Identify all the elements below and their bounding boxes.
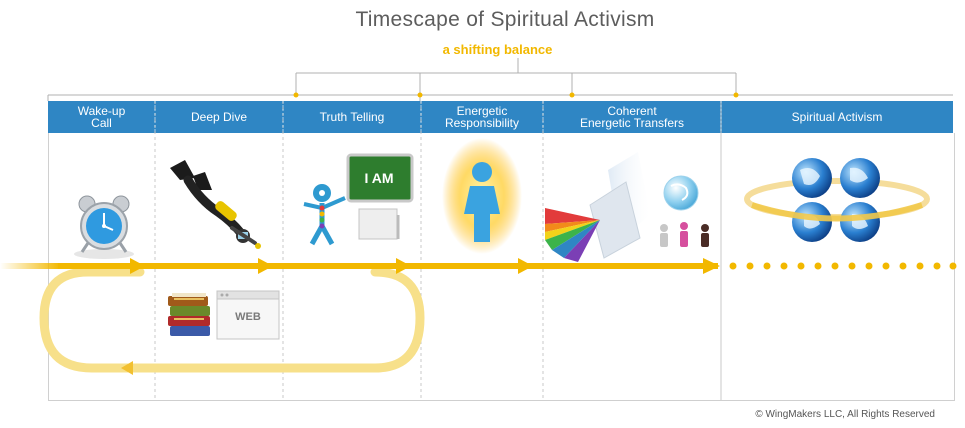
copyright-notice: © WingMakers LLC, All Rights Reserved <box>755 409 935 420</box>
timeline-future-dots <box>729 262 957 270</box>
bracket-connector <box>47 58 953 101</box>
phase-header-energetic-responsibility: Energetic Responsibility <box>421 101 543 133</box>
phase-label-line1: Energetic <box>456 104 508 118</box>
timeline-arrow-line <box>58 263 718 269</box>
four-globes-icon <box>744 158 930 242</box>
web-browser-icon <box>216 290 280 340</box>
phase-label-line2: Energetic Transfers <box>579 116 685 130</box>
feedback-loop <box>39 267 425 373</box>
phase-label-line1: Spiritual Activism <box>791 110 883 124</box>
alarm-clock-icon <box>74 195 134 259</box>
phase-label-line1: Wake-up <box>77 104 126 118</box>
diagram-title: Timescape of Spiritual Activism <box>355 8 655 31</box>
web-label: WEB <box>235 311 261 323</box>
phase-label-line2: Responsibility <box>444 116 520 130</box>
books-icon <box>168 293 210 336</box>
phase-label-line1: Coherent <box>607 104 657 118</box>
phase-label-line1: Truth Telling <box>319 110 385 124</box>
loop-arrow <box>121 361 133 375</box>
diagram-subtitle: a shifting balance <box>442 42 553 57</box>
figure-chalkboard-icon <box>303 153 414 246</box>
phase-header-deep-dive: Deep Dive <box>155 101 283 133</box>
prism-icon <box>545 152 650 262</box>
globe-icon <box>663 175 699 211</box>
phase-label-line1: Deep Dive <box>190 110 248 124</box>
phase-header-wake-up-call: Wake-up Call <box>48 101 155 133</box>
people-icon <box>660 222 709 247</box>
scuba-diver-icon <box>170 160 261 249</box>
phase-header-coherent-energetic-transfers: Coherent Energetic Transfers <box>543 101 721 133</box>
phase-label-line2: Call <box>91 116 112 130</box>
chalkboard-text: I AM <box>364 170 393 186</box>
timeline-lead-in <box>0 263 60 269</box>
phase-header-truth-telling: Truth Telling <box>283 101 421 133</box>
phase-header-spiritual-activism: Spiritual Activism <box>721 101 953 133</box>
bracket-dots <box>293 92 739 98</box>
glowing-figure-icon <box>442 138 522 254</box>
phase-header-bar <box>48 101 953 133</box>
column-dividers <box>154 101 544 400</box>
timeline-arrowheads <box>130 258 720 274</box>
